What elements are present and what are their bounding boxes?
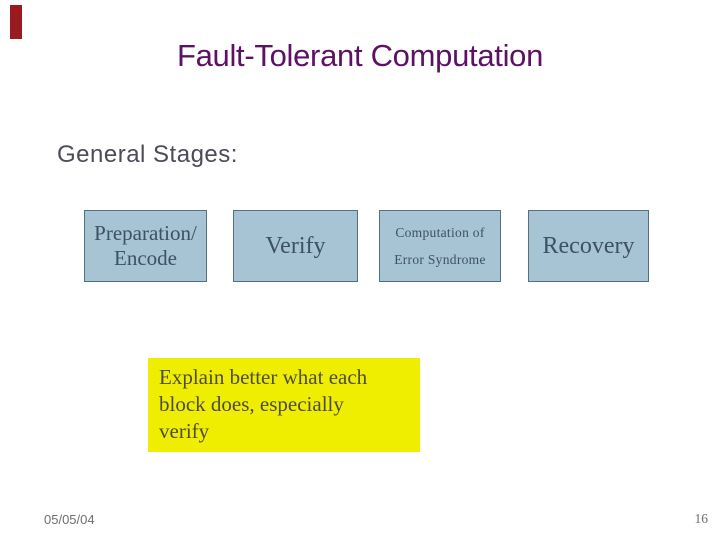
stage-label-line: Encode [114,246,177,270]
section-heading: General Stages: [57,141,238,168]
stage-label-line: Computation of [395,224,485,240]
page-number: 16 [694,511,709,526]
speaker-note: Explain better what each block does, esp… [148,358,420,452]
stage-label-line: Recovery [542,232,635,259]
slide-title: Fault-Tolerant Computation [176,38,544,73]
stage-label-line: Verify [265,232,326,259]
footer-date: 05/05/04 [44,512,95,527]
stage-box-error-syndrome: Computation of Error Syndrome [379,210,501,282]
note-line: block does, especially [159,392,344,416]
stage-label-line: Preparation/ [94,221,197,245]
stage-box-verify: Verify [233,210,358,282]
accent-bar [10,5,22,39]
stage-label-line: Error Syndrome [394,251,486,267]
stage-box-recovery: Recovery [528,210,649,282]
note-line: Explain better what each [159,365,368,389]
note-line: verify [159,419,210,443]
stage-box-preparation-encode: Preparation/ Encode [84,210,207,282]
